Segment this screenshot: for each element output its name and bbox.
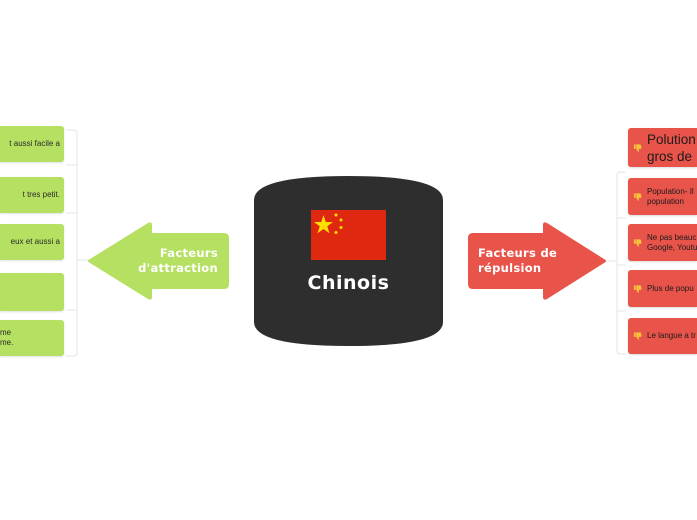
repulsion-item-2-text: Population- Il population bbox=[647, 186, 694, 206]
repulsion-item-4[interactable]: Plus de popu bbox=[628, 270, 697, 307]
attraction-label-line1: Facteurs bbox=[159, 246, 218, 260]
thumbs-down-icon bbox=[633, 284, 642, 293]
attraction-item-5-text: me me. bbox=[0, 328, 14, 347]
repulsion-item-4-text: Plus de popu bbox=[647, 283, 694, 293]
thumbs-down-icon bbox=[633, 332, 642, 340]
attraction-item-3[interactable]: eux et aussi a bbox=[0, 224, 64, 260]
repulsion-item-1-text: Polution gros de bbox=[647, 131, 696, 164]
attraction-label: Facteurs d'attraction bbox=[118, 246, 218, 276]
repulsion-item-3-text: Ne pas beauc Google, Youtu bbox=[647, 232, 697, 252]
attraction-item-1-text: t aussi facile a bbox=[9, 139, 60, 148]
repulsion-item-5[interactable]: Le langue a tr bbox=[628, 318, 697, 354]
center-title: Chinois bbox=[307, 272, 390, 294]
thumbs-down-icon bbox=[633, 192, 642, 201]
attraction-item-2-text: t tres petit. bbox=[22, 190, 60, 199]
repulsion-label-line2: répulsion bbox=[478, 261, 542, 275]
repulsion-item-3[interactable]: Ne pas beauc Google, Youtu bbox=[628, 224, 697, 261]
repulsion-arrow[interactable] bbox=[467, 221, 609, 301]
attraction-item-2[interactable]: t tres petit. bbox=[0, 177, 64, 213]
thumbs-down-icon bbox=[633, 238, 642, 247]
attraction-label-line2: d'attraction bbox=[138, 261, 218, 275]
repulsion-item-2[interactable]: Population- Il population bbox=[628, 178, 697, 215]
attraction-item-1[interactable]: t aussi facile a bbox=[0, 126, 64, 162]
repulsion-item-5-text: Le langue a tr bbox=[647, 331, 696, 340]
repulsion-label: Facteurs de répulsion bbox=[478, 246, 568, 276]
repulsion-label-line1: Facteurs de bbox=[478, 246, 558, 260]
china-flag-icon bbox=[311, 210, 386, 260]
center-topic-node[interactable] bbox=[254, 176, 443, 346]
attraction-item-3-text: eux et aussi a bbox=[10, 237, 60, 246]
repulsion-item-1[interactable]: Polution gros de bbox=[628, 128, 697, 167]
thumbs-down-icon bbox=[633, 143, 642, 152]
attraction-arrow[interactable] bbox=[86, 221, 232, 301]
attraction-item-4[interactable] bbox=[0, 273, 64, 311]
attraction-item-5[interactable]: me me. bbox=[0, 320, 64, 356]
